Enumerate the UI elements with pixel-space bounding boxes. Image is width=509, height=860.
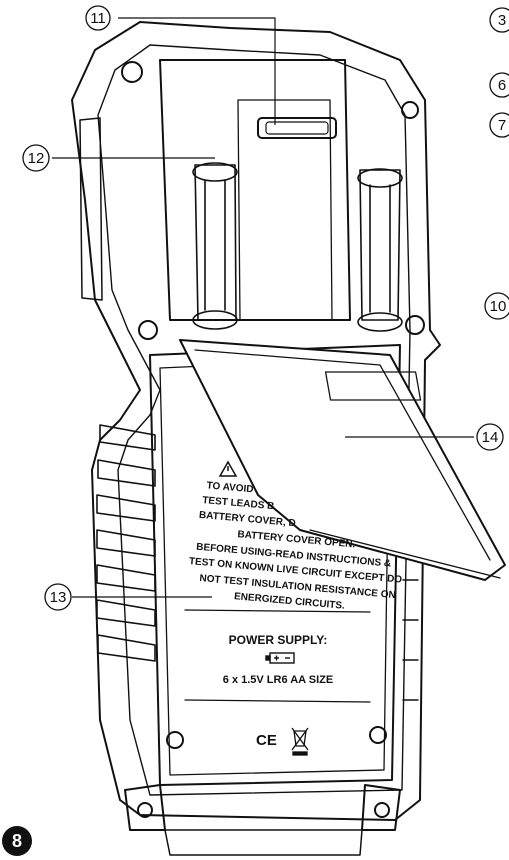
right-probe-holder	[357, 168, 403, 332]
battery-compartment	[149, 344, 401, 786]
callout-10: 10	[484, 292, 509, 320]
callout-leaders	[52, 17, 474, 598]
callout-12: 12	[22, 144, 50, 172]
svg-text:14: 14	[482, 429, 499, 446]
left-probe-holder	[192, 162, 238, 330]
body-outline	[71, 21, 441, 821]
svg-text:7: 7	[498, 117, 506, 134]
svg-text:12: 12	[28, 150, 45, 167]
warning-line-1: TO AVOID	[206, 480, 254, 495]
callout-13: 13	[44, 583, 72, 611]
left-grip-panel	[79, 117, 103, 301]
battery-spec: 6 x 1.5V LR6 AA SIZE	[223, 674, 333, 686]
callout-7: 7	[489, 112, 509, 138]
bottom-screw-right	[374, 802, 390, 818]
tilt-stand	[159, 59, 351, 321]
bottom-screw-left	[137, 802, 153, 818]
battery-cover-flap	[179, 339, 506, 581]
crossed-bin-icon	[291, 727, 309, 756]
stand-slot-inner	[265, 121, 329, 135]
bottom-edge	[164, 829, 363, 856]
callout-14: 14	[476, 423, 504, 451]
power-supply-title: POWER SUPPLY:	[229, 633, 328, 647]
compartment-screw-left	[166, 731, 184, 749]
callout-11: 11	[85, 5, 111, 31]
left-hinge-screw	[138, 320, 158, 340]
tilt-stand-inner	[237, 99, 333, 321]
callout-3: 3	[489, 7, 509, 33]
top-hanger-hole	[121, 61, 143, 83]
right-top-hole	[401, 101, 419, 119]
flap-window	[324, 371, 422, 401]
svg-text:10: 10	[490, 298, 507, 315]
label-divider-2	[184, 699, 371, 703]
body-inner-outline	[97, 44, 411, 796]
callout-6: 6	[489, 72, 509, 98]
warning-triangle-icon	[218, 460, 238, 477]
label-divider-1	[184, 609, 371, 613]
battery-cover-flap-edge	[194, 349, 501, 579]
stand-slot	[257, 117, 337, 139]
svg-text:3: 3	[498, 12, 506, 29]
compartment-screw-right	[369, 726, 387, 744]
right-hinge-screw	[405, 315, 425, 335]
battery-icon	[265, 652, 295, 664]
ce-mark: CE	[256, 732, 277, 749]
svg-text:6: 6	[498, 77, 506, 94]
leader-11	[118, 17, 276, 125]
bottom-foot-right	[361, 784, 401, 831]
svg-text:13: 13	[50, 589, 67, 606]
page-number-badge: 8	[2, 826, 32, 856]
svg-text:11: 11	[90, 10, 106, 27]
